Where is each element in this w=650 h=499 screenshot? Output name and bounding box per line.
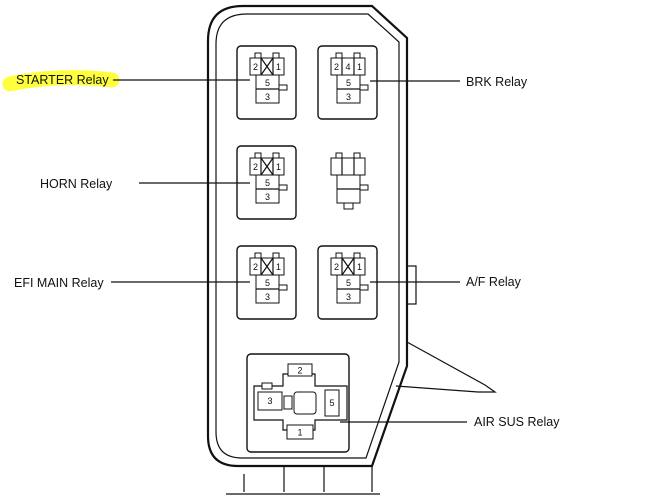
pin-5: 5: [265, 178, 270, 188]
pin-3: 3: [265, 192, 270, 202]
pin-1: 1: [357, 62, 362, 72]
bottom-bracket: [243, 341, 497, 492]
side-tab: [406, 265, 417, 305]
efi-main-relay-socket: 2 1 5 3: [236, 245, 297, 320]
pin-5: 5: [265, 278, 270, 288]
housing-inner-outline: [215, 13, 400, 459]
pin-5: 5: [329, 398, 334, 408]
pin-3: 3: [346, 292, 351, 302]
pin-1: 1: [297, 428, 302, 438]
pin-3: 3: [267, 396, 272, 406]
horn-relay-label: HORN Relay: [40, 177, 113, 191]
pin-3: 3: [265, 92, 270, 102]
pin-5: 5: [346, 278, 351, 288]
pin-5: 5: [346, 78, 351, 88]
starter-relay-label: STARTER Relay: [16, 73, 109, 87]
brk-relay-label: BRK Relay: [466, 75, 528, 89]
pin-2: 2: [297, 366, 302, 376]
pin-5: 5: [265, 78, 270, 88]
pin-1: 1: [276, 62, 281, 72]
af-relay-socket: 2 1 5 3: [317, 245, 378, 320]
pin-3: 3: [265, 292, 270, 302]
empty-relay-socket: [330, 152, 369, 210]
pin-4: 4: [345, 62, 350, 72]
pin-2: 2: [253, 262, 258, 272]
air-sus-relay-label: AIR SUS Relay: [474, 415, 560, 429]
starter-relay-socket: 2 1 5 3: [236, 45, 297, 120]
pin-1: 1: [357, 262, 362, 272]
pin-2: 2: [334, 262, 339, 272]
starter-highlight: [2, 70, 120, 92]
pin-2: 2: [253, 62, 258, 72]
pin-1: 1: [276, 262, 281, 272]
pin-2: 2: [334, 62, 339, 72]
pin-2: 2: [253, 162, 258, 172]
pin-1: 1: [276, 162, 281, 172]
efi-main-relay-label: EFI MAIN Relay: [14, 276, 104, 290]
pin-3: 3: [346, 92, 351, 102]
air-sus-relay-socket: 2 3 5 1: [246, 353, 350, 453]
af-relay-label: A/F Relay: [466, 275, 522, 289]
horn-relay-socket: 2 1 5 3: [236, 145, 297, 220]
brk-relay-socket: 2 4 1 5 3: [317, 45, 378, 120]
relay-block-housing: [206, 4, 409, 468]
